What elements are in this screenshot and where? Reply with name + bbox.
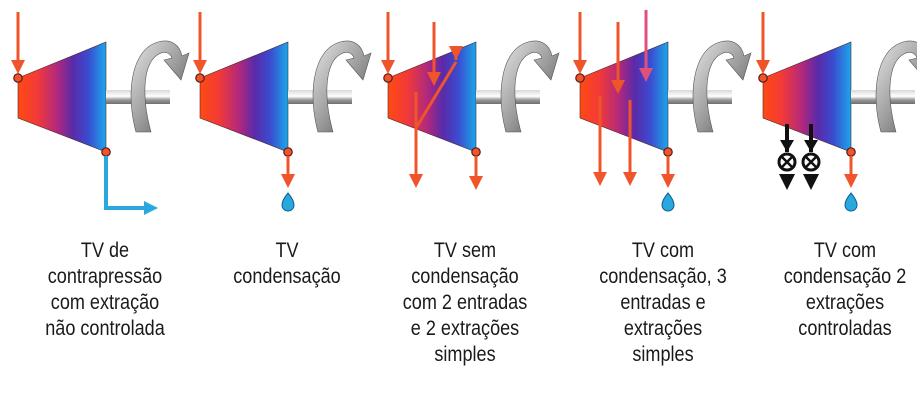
- extraction-1-arrow-icon: [409, 92, 423, 188]
- rotation-arrow-icon: [692, 40, 752, 133]
- caption-line: extrações: [805, 291, 885, 314]
- caption-line: condensação: [233, 265, 341, 288]
- control-valve-icon: [777, 152, 797, 172]
- second-inlet-arrow-icon: [427, 22, 441, 86]
- inlet-port: [575, 73, 585, 83]
- exhaust-port: [471, 147, 481, 157]
- extraction-2-arrow-icon: [623, 100, 637, 186]
- exhaust-arrow-icon: [469, 156, 483, 190]
- exhaust-port: [283, 147, 293, 157]
- turbine-body: [199, 41, 289, 153]
- turbine-caption-2: TV condensação: [210, 238, 365, 290]
- caption-line: condensação, 3: [599, 265, 727, 288]
- inlet-port: [758, 73, 768, 83]
- caption-line: TV: [275, 239, 299, 262]
- caption-line: simples: [632, 343, 694, 366]
- turbine-caption-4: TV com condensação, 3 entradas e extrações s…: [586, 238, 741, 368]
- turbine-body: [579, 41, 669, 153]
- controlled-extraction-1: [777, 124, 797, 190]
- caption-line: simples: [434, 343, 496, 366]
- caption-line: condensação: [411, 265, 519, 288]
- extraction-2-line: [414, 61, 458, 129]
- turbine-4: [573, 10, 752, 212]
- control-valve-icon: [801, 152, 821, 172]
- rotation-arrow-icon: [500, 40, 560, 133]
- caption-line: com extração: [50, 291, 160, 314]
- inlet-port: [383, 73, 393, 83]
- exhaust-port: [663, 147, 673, 157]
- main-inlet-arrow-icon: [381, 12, 395, 74]
- caption-line: com 2 entradas: [402, 291, 528, 314]
- exhaust-arrow-icon: [661, 156, 675, 188]
- exhaust-port: [846, 147, 856, 157]
- caption-line: e 2 extrações: [410, 317, 520, 340]
- exhaust-arrow-icon: [844, 156, 858, 188]
- caption-line: TV de: [80, 239, 130, 262]
- turbine-body: [762, 41, 852, 153]
- turbine-body: [17, 41, 107, 153]
- turbine-1: [11, 12, 190, 215]
- main-inlet-arrow-icon: [756, 12, 770, 74]
- controlled-extraction-2: [801, 124, 821, 190]
- turbine-body: [387, 41, 477, 153]
- turbine-caption-5: TV com condensação 2 extrações controladas: [768, 238, 917, 342]
- condensate-drop-icon: [661, 192, 675, 212]
- caption-line: contrapressão: [47, 265, 163, 288]
- turbine-3: [381, 12, 560, 190]
- inlet-port: [195, 73, 205, 83]
- third-inlet-arrow-icon: [639, 10, 653, 82]
- caption-line: TV com: [631, 239, 695, 262]
- backpressure-exhaust-arrow-icon: [104, 156, 158, 215]
- turbine-2: [193, 12, 372, 212]
- condensate-drop-icon: [281, 192, 295, 212]
- extraction-1-arrow-icon: [593, 96, 607, 186]
- turbine-caption-3: TV sem condensação com 2 entradas e 2 extra…: [388, 238, 543, 368]
- caption-line: TV sem: [433, 239, 497, 262]
- caption-line: condensação 2: [783, 265, 907, 288]
- caption-line: não controlada: [45, 317, 165, 340]
- exhaust-arrow-icon: [281, 156, 295, 188]
- caption-line: entradas e: [620, 291, 706, 314]
- inlet-port: [13, 73, 23, 83]
- main-inlet-arrow-icon: [11, 12, 25, 74]
- main-inlet-arrow-icon: [573, 12, 587, 74]
- turbine-caption-1: TV de contrapressão com extração não contro…: [28, 238, 183, 342]
- rotation-arrow-icon: [130, 40, 190, 133]
- exhaust-port: [101, 147, 111, 157]
- turbine-5: [756, 12, 917, 212]
- caption-line: controladas: [798, 317, 892, 340]
- caption-line: extrações: [623, 317, 703, 340]
- rotation-arrow-icon: [875, 40, 917, 133]
- rotation-arrow-icon: [312, 40, 372, 133]
- caption-line: TV com: [813, 239, 877, 262]
- second-inlet-arrow-icon: [611, 22, 625, 94]
- main-inlet-arrow-icon: [193, 12, 207, 74]
- condensate-drop-icon: [844, 192, 858, 212]
